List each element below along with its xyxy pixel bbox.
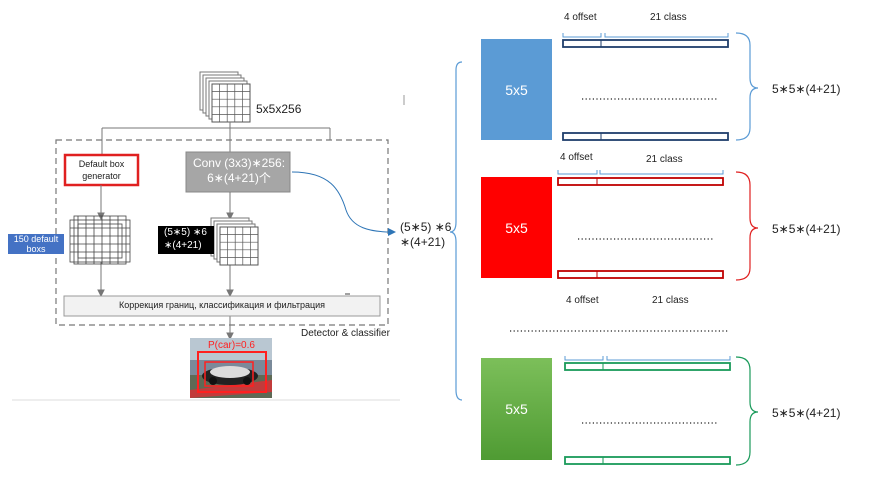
curved-arrow: [291, 171, 393, 233]
curved-arrowhead: [388, 228, 396, 236]
offset-label-red: 4 offset: [560, 152, 593, 163]
default-boxes-label: 150 default boxs: [8, 234, 64, 254]
branch-lines: [101, 122, 331, 155]
conv-box: [185, 151, 291, 193]
detector-classifier-label: Detector & classifier: [301, 328, 390, 339]
correction-bar-box: [63, 295, 381, 317]
default-box-generator-label: Default box generator: [78, 159, 125, 181]
conv-output-stack-icon: [210, 217, 259, 266]
result-label-red: 5∗5∗(4+21): [772, 222, 841, 236]
offset-label-blue: 4 offset: [564, 12, 597, 23]
square-red: 5x5: [481, 177, 552, 278]
class-label-green: 21 class: [652, 295, 689, 306]
conv-label: Conv (3x3)∗256: 6∗(4+21)个: [192, 156, 286, 185]
result-label-blue: 5∗5∗(4+21): [772, 82, 841, 96]
feature-map-stack-icon: [199, 71, 251, 123]
square-green: 5x5: [481, 358, 552, 460]
offset-label-green: 4 offset: [566, 295, 599, 306]
correction-bar-label: Коррекция границ, классификация и фильтр…: [118, 300, 326, 310]
block-green: [564, 356, 759, 466]
class-label-red: 21 class: [646, 154, 683, 165]
block-blue: [562, 32, 759, 141]
default-boxes-grid-icon: [69, 215, 131, 265]
feature-map-label: 5x5x256: [256, 102, 302, 116]
class-label-blue: 21 class: [650, 12, 687, 23]
result-label-green: 5∗5∗(4+21): [772, 406, 841, 420]
black-output-label: (5∗5) ∗6 ∗(4+21): [158, 226, 214, 254]
output-size-label: (5∗5) ∗6 ∗(4+21): [400, 220, 452, 249]
ellipsis-dots: [510, 98, 728, 424]
car-detection-image: [190, 338, 272, 398]
square-blue: 5x5: [481, 39, 552, 140]
car-probability-label: P(car)=0.6: [208, 340, 255, 351]
left-brace: [449, 61, 463, 401]
block-red: [557, 170, 759, 281]
